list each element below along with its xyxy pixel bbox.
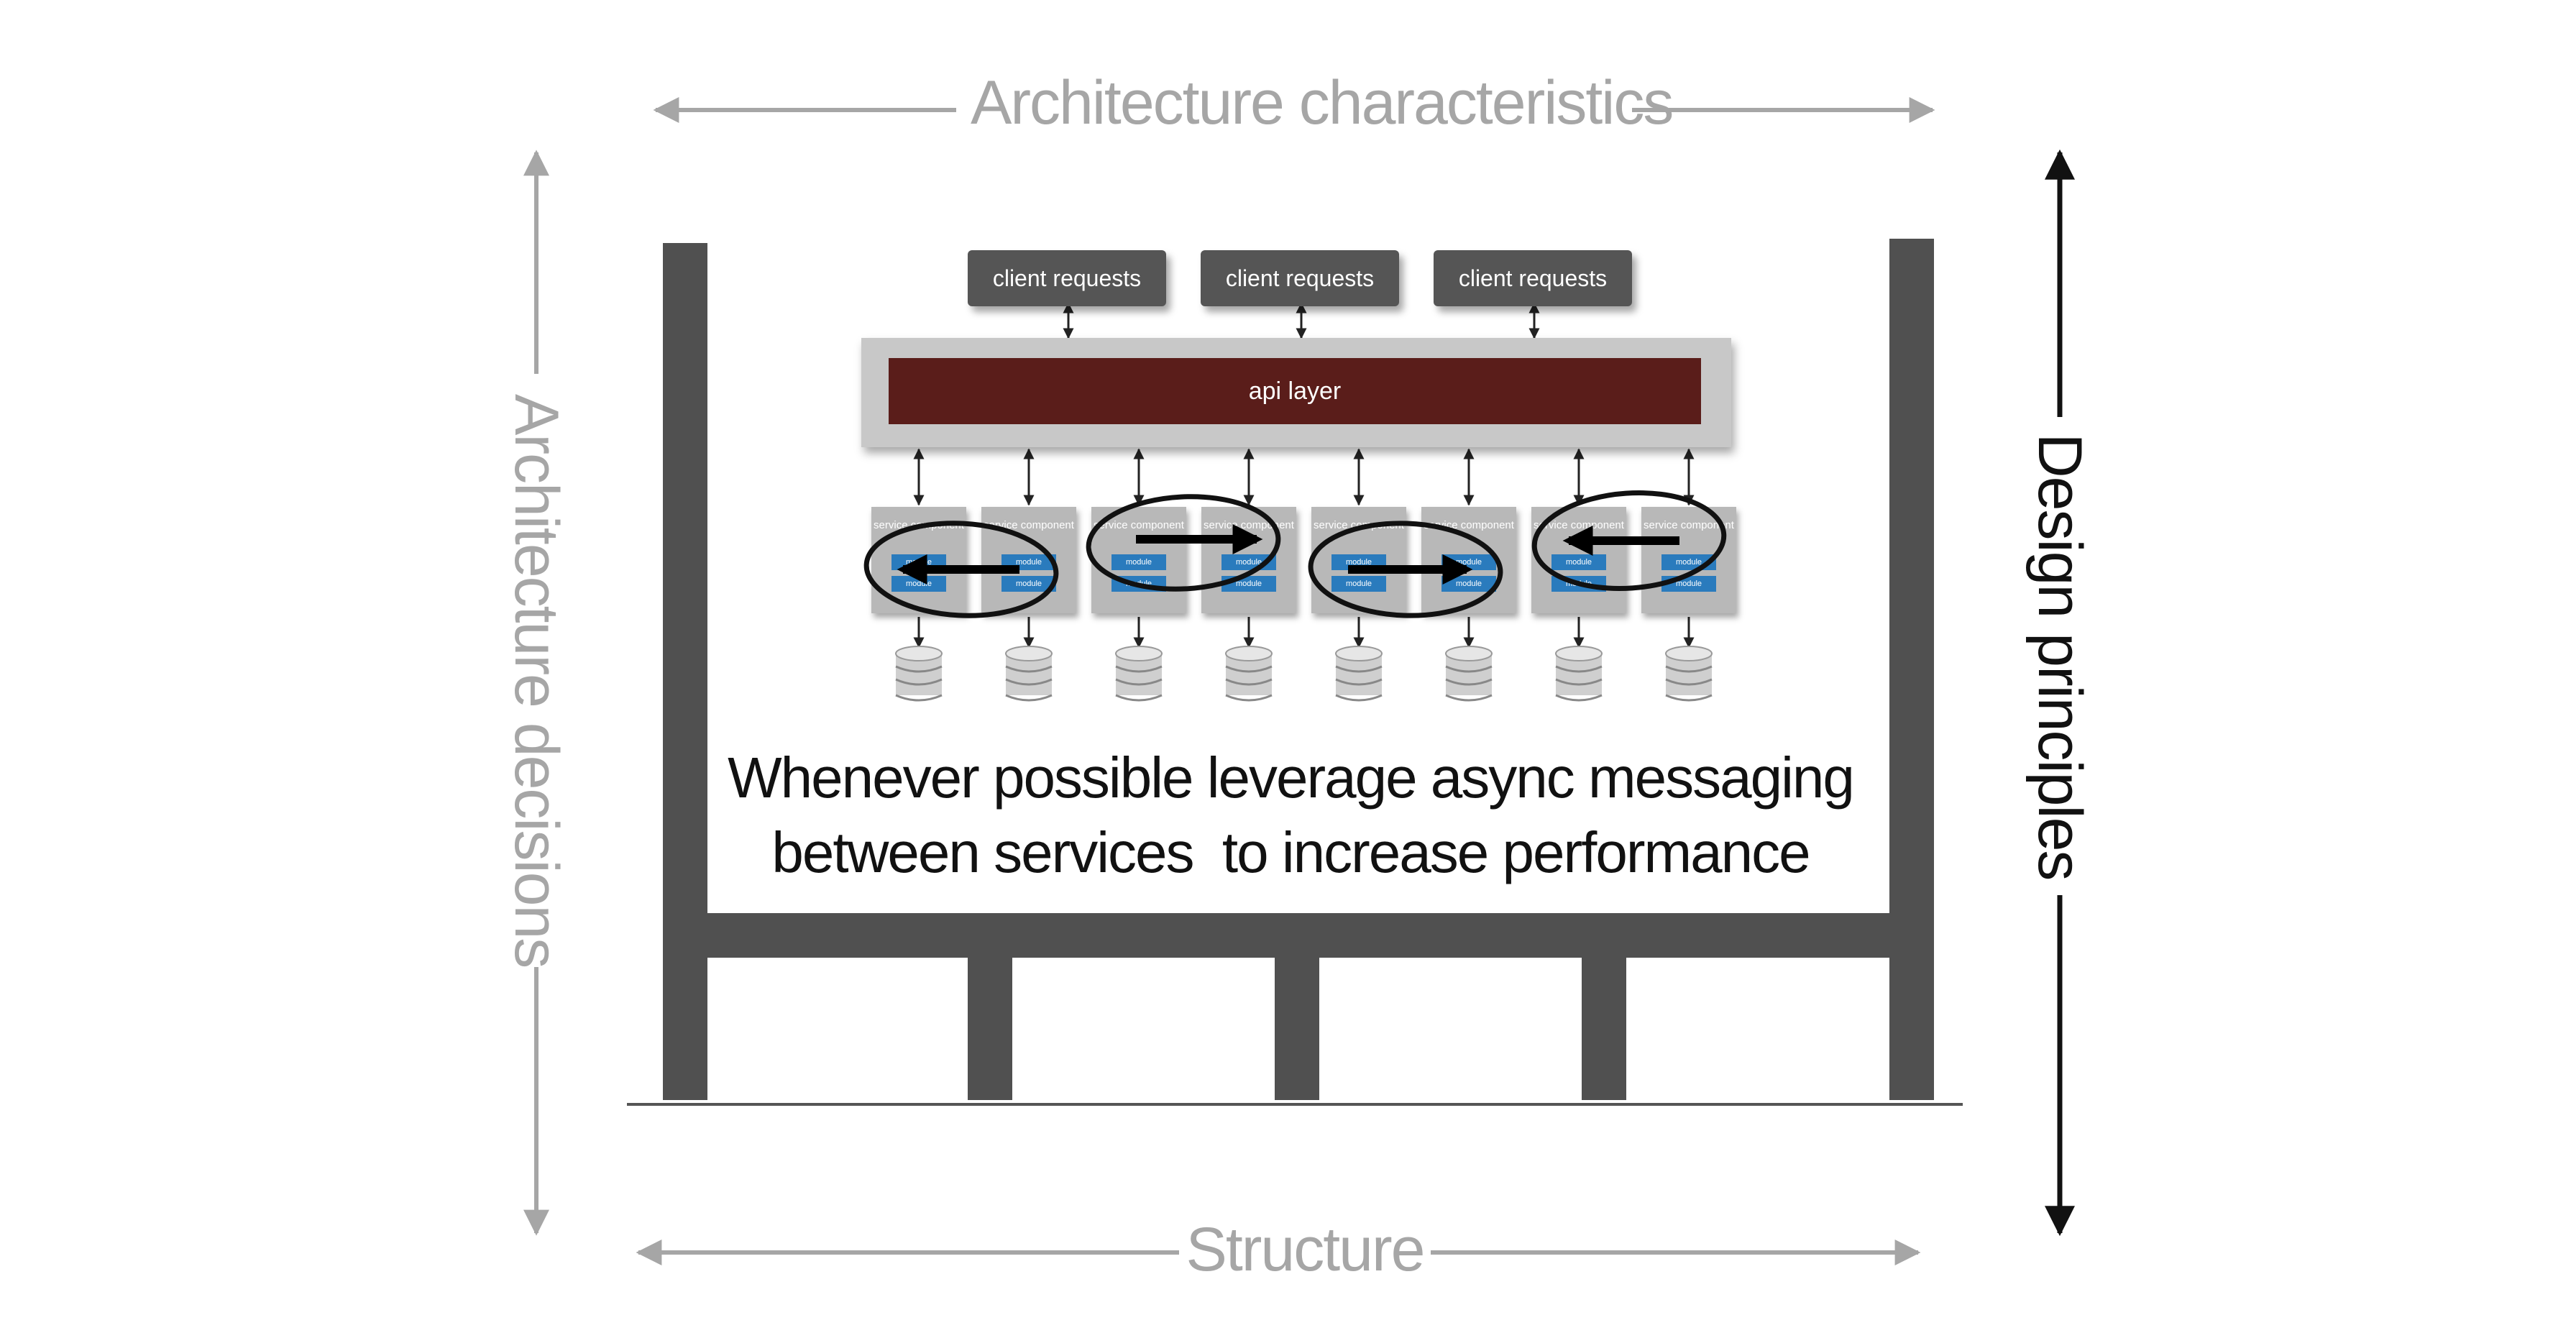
service-db-arrows	[913, 617, 1695, 649]
left-axis-label: Architecture decisions	[502, 394, 571, 968]
service-component: service component module module	[1641, 507, 1736, 613]
bottom-axis-label: Structure	[1186, 1215, 1426, 1284]
top-axis-label: Architecture characteristics	[971, 68, 1674, 137]
service-component: service component module module	[1531, 507, 1626, 613]
database-icon	[1225, 646, 1273, 702]
api-layer-label: api layer	[1248, 377, 1342, 405]
service-component: service component module module	[981, 507, 1076, 613]
client-requests-label: client requests	[1458, 265, 1608, 291]
service-component-title: service component	[1534, 519, 1624, 531]
client-requests-box: client requests	[968, 250, 1166, 306]
pair-ellipse	[1086, 494, 1281, 592]
database-icon	[1115, 646, 1163, 702]
caption-line-2: between services to increase performance	[771, 820, 1810, 884]
database-icon	[1665, 646, 1713, 702]
api-layer-bar: api layer	[889, 358, 1701, 424]
caption-line-1: Whenever possible leverage async messagi…	[728, 746, 1855, 810]
api-service-arrows	[913, 448, 1695, 506]
database-icon	[1335, 646, 1383, 702]
pair-ellipse	[863, 521, 1059, 618]
module-box: module	[1111, 554, 1166, 570]
client-api-arrows	[1063, 302, 1540, 339]
client-requests-label: client requests	[992, 265, 1142, 291]
right-axis-label: Design principles	[2025, 433, 2094, 880]
database-icon	[1555, 646, 1603, 702]
service-component-title: service component	[1094, 519, 1184, 531]
module-box: module	[1001, 576, 1056, 592]
client-requests-label: client requests	[1225, 265, 1375, 291]
async-arrows	[897, 524, 1679, 585]
client-requests-box: client requests	[1434, 250, 1632, 306]
module-box: module	[1331, 576, 1386, 592]
database-icon	[1445, 646, 1493, 702]
module-box: module	[1551, 554, 1606, 570]
building-frame	[663, 239, 1934, 1100]
caption: Whenever possible leverage async messagi…	[719, 741, 1862, 890]
pair-ellipses	[863, 490, 1727, 618]
database-icon	[895, 646, 943, 702]
service-component-title: service component	[1644, 519, 1734, 531]
client-requests-box: client requests	[1201, 250, 1399, 306]
pair-ellipse	[1531, 490, 1727, 591]
database-icon	[1005, 646, 1053, 702]
pair-ellipse	[1308, 521, 1503, 618]
api-layer-box: api layer	[861, 338, 1731, 447]
database-icons	[895, 646, 1713, 702]
